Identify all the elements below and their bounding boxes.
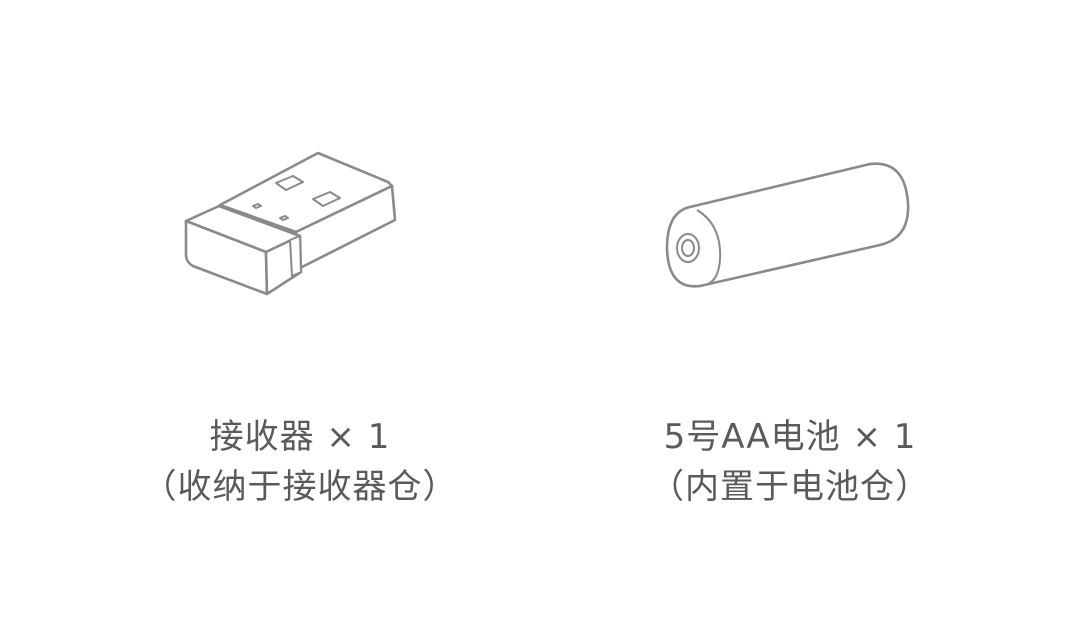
battery-terminal xyxy=(676,233,700,263)
battery-caption: 5号AA电池 × 1 （内置于电池仓） xyxy=(610,412,970,512)
battery-body xyxy=(665,162,910,288)
receiver-caption: 接收器 × 1 （收纳于接收器仓） xyxy=(120,412,480,512)
battery-note-label: （内置于电池仓） xyxy=(650,467,930,507)
receiver-name-label: 接收器 × 1 xyxy=(209,417,391,457)
usb-connector xyxy=(218,151,397,270)
usb-body xyxy=(184,204,303,296)
receiver-note-label: （收纳于接收器仓） xyxy=(142,467,458,507)
battery-name-label: 5号AA电池 × 1 xyxy=(663,417,917,457)
